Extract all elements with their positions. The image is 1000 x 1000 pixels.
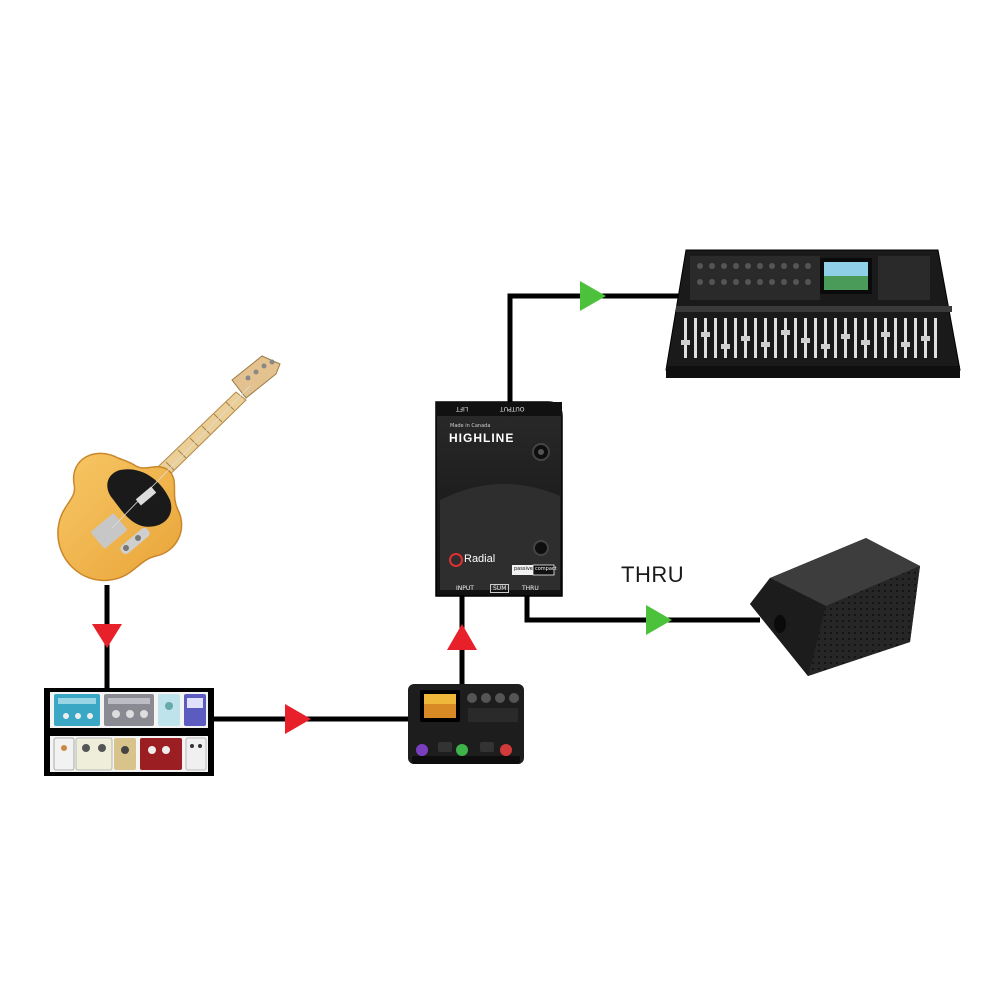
arrow-right-green-mixer xyxy=(580,281,606,311)
di-sum-label: SUM xyxy=(490,584,510,593)
di-output-label: OUTPUT xyxy=(500,405,525,412)
cable-di-thru-to-monitor xyxy=(524,596,760,623)
di-input-label: INPUT xyxy=(456,585,474,592)
multi-effects-processor-icon xyxy=(408,684,524,764)
di-box-icon xyxy=(435,401,563,597)
di-model-label: HIGHLINE xyxy=(449,431,515,445)
arrow-right-green-monitor xyxy=(646,605,672,635)
cables xyxy=(104,293,760,722)
di-badge-compact: compact xyxy=(535,566,557,572)
di-box-labels: LIFT OUTPUT Made in Canada HIGHLINE Radi… xyxy=(436,402,562,596)
arrow-up-red xyxy=(447,624,477,650)
cable-di-output-to-mixer xyxy=(507,293,690,404)
di-brand-label: Radial xyxy=(464,553,496,565)
di-badge-passive: passive xyxy=(514,566,533,572)
arrow-down-red xyxy=(92,624,122,648)
di-made-in-label: Made in Canada xyxy=(450,423,491,429)
di-thru-jack-label: THRU xyxy=(522,585,539,592)
thru-label: THRU xyxy=(621,562,685,587)
electric-guitar-icon xyxy=(57,355,281,582)
di-lift-label: LIFT xyxy=(456,405,469,412)
pedalboard-icon xyxy=(44,688,214,776)
arrow-right-red xyxy=(285,704,311,734)
